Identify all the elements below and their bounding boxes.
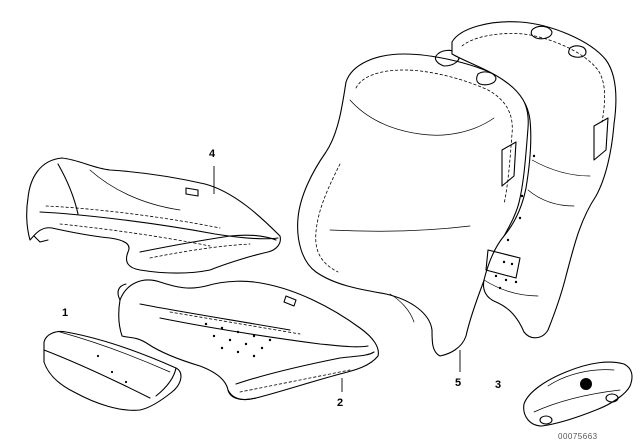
seat-frame-part-2 — [117, 279, 379, 401]
callout-4: 4 — [209, 148, 216, 160]
backrest-frame-part-3 — [451, 21, 617, 339]
seat-cushion-cover-part-4 — [26, 157, 281, 274]
car-location-icon — [523, 361, 633, 427]
callout-2: 2 — [337, 397, 344, 409]
front-pad-part-1 — [43, 330, 182, 411]
backrest-frame-holes — [494, 154, 536, 290]
image-code: 00075663 — [558, 432, 598, 441]
callout-5: 5 — [455, 377, 462, 389]
callout-3: 3 — [495, 379, 502, 391]
seat-frame-holes — [204, 322, 272, 358]
callout-1: 1 — [62, 307, 69, 319]
front-pad-marks — [96, 354, 128, 384]
